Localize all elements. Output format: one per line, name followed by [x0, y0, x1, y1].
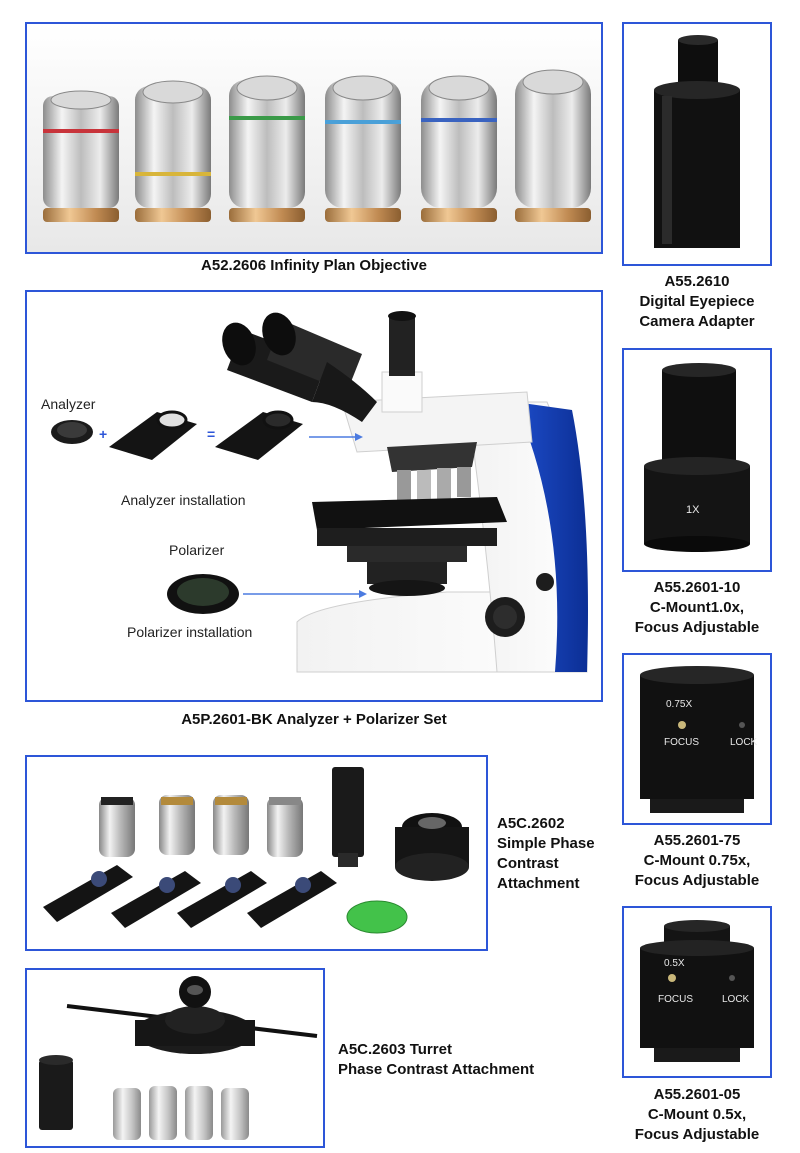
simple-phase-caption-line-2: Simple Phase: [497, 835, 595, 852]
turret-condenser: [66, 976, 318, 1054]
phase-sliders: [43, 865, 337, 928]
objective-lens-40x: [325, 75, 401, 222]
adapter-a55-2601-75-line-3: Focus Adjustable: [634, 872, 760, 889]
objective-lens-4x: [43, 90, 119, 222]
analyzer-assembled: [215, 410, 303, 460]
polarizer-installation-label: Polarizer installation: [127, 624, 253, 640]
equals-sign: =: [207, 426, 216, 442]
adapter-1x-engraving: 1X: [686, 504, 700, 516]
eyepiece-camera-adapter-photo: [624, 24, 770, 264]
polarizer-set-panel: Analyzer + = Analyzer installation Polar…: [25, 290, 603, 702]
adapter-a55-2601-10-line-3: Focus Adjustable: [634, 619, 760, 636]
turret-phase-photo: [27, 970, 323, 1146]
analyzer-slider: [109, 410, 197, 460]
centering-telescope: [332, 767, 364, 867]
microscope-photo: [51, 311, 588, 673]
analyzer-label: Analyzer: [41, 396, 96, 412]
adapter-a55-2601-10-caption: A55.2601-10 C-Mount1.0x, Focus Adjustabl…: [604, 578, 790, 638]
polarizer-disc: [167, 574, 239, 614]
phase-objectives: [99, 795, 303, 857]
polarizer-set-caption: A5P.2601-BK Analyzer + Polarizer Set: [181, 711, 447, 728]
simple-phase-caption: A5C.2602 Simple Phase Contrast Attachmen…: [497, 814, 617, 894]
simple-phase-caption-line-1: A5C.2602: [497, 815, 565, 832]
adapter-a55-2610-id: A55.2610: [664, 273, 730, 290]
c-mount-1x-photo: [624, 350, 770, 570]
c-mount-05x-photo: [624, 908, 770, 1076]
turret-phase-caption: A5C.2603 Turret Phase Contrast Attachmen…: [338, 1040, 598, 1080]
adapter-05x-engraving: 0.5X: [664, 958, 685, 969]
objective-lens-60x: [421, 75, 497, 222]
c-mount-075x-photo: [624, 655, 770, 823]
adapter-05x-lock-label: LOCK: [722, 994, 750, 1005]
polarizer-label: Polarizer: [169, 542, 225, 558]
adapter-a55-2601-05-panel: 0.5X FOCUS LOCK: [622, 906, 772, 1078]
analyzer-installation-label: Analyzer installation: [121, 492, 246, 508]
turret-telescope: [39, 1055, 73, 1130]
objectives-photo: [27, 24, 601, 252]
turret-phase-panel: [25, 968, 325, 1148]
green-filter: [346, 900, 408, 934]
adapter-a55-2601-10-line-2: C-Mount1.0x,: [649, 599, 745, 616]
simple-phase-caption-line-3: Contrast: [497, 855, 559, 872]
turret-phase-caption-line-1: A5C.2603 Turret: [338, 1041, 452, 1058]
adapter-a55-2610-panel: [622, 22, 772, 266]
adapter-a55-2601-10-panel: 1X: [622, 348, 772, 572]
analyzer-disc: [51, 420, 93, 444]
plus-sign: +: [99, 426, 108, 442]
adapter-a55-2601-75-line-2: C-Mount 0.75x,: [643, 852, 751, 869]
adapter-a55-2601-05-id: A55.2601-05: [653, 1086, 741, 1103]
adapter-075x-lock-label: LOCK: [730, 737, 758, 748]
objective-lens-100x: [515, 69, 591, 222]
objective-lens-20x: [229, 75, 305, 222]
simple-phase-photo: [27, 757, 486, 949]
adapter-a55-2601-10-id: A55.2601-10: [653, 579, 741, 596]
adapter-a55-2601-75-panel: 0.75X FOCUS LOCK: [622, 653, 772, 825]
adapter-a55-2610-line-2: Digital Eyepiece: [639, 293, 755, 310]
adapter-05x-focus-label: FOCUS: [658, 994, 693, 1005]
phase-condenser: [395, 813, 469, 881]
adapter-a55-2601-75-id: A55.2601-75: [653, 832, 741, 849]
adapter-a55-2601-05-line-2: C-Mount 0.5x,: [647, 1106, 747, 1123]
turret-objectives: [113, 1086, 249, 1140]
turret-phase-caption-line-2: Phase Contrast Attachment: [338, 1061, 535, 1078]
adapter-075x-engraving: 0.75X: [666, 699, 693, 710]
simple-phase-panel: [25, 755, 488, 951]
objectives-caption: A52.2606 Infinity Plan Objective: [201, 257, 427, 274]
adapter-a55-2610-caption: A55.2610 Digital Eyepiece Camera Adapter: [604, 272, 790, 332]
objectives-panel: [25, 22, 603, 254]
adapter-a55-2601-05-line-3: Focus Adjustable: [634, 1126, 760, 1143]
adapter-a55-2601-05-caption: A55.2601-05 C-Mount 0.5x, Focus Adjustab…: [604, 1085, 790, 1145]
objective-lens-10x: [135, 80, 211, 222]
adapter-a55-2610-line-3: Camera Adapter: [639, 313, 755, 330]
adapter-a55-2601-75-caption: A55.2601-75 C-Mount 0.75x, Focus Adjusta…: [604, 831, 790, 891]
simple-phase-caption-line-4: Attachment: [497, 875, 580, 892]
adapter-075x-focus-label: FOCUS: [664, 737, 699, 748]
